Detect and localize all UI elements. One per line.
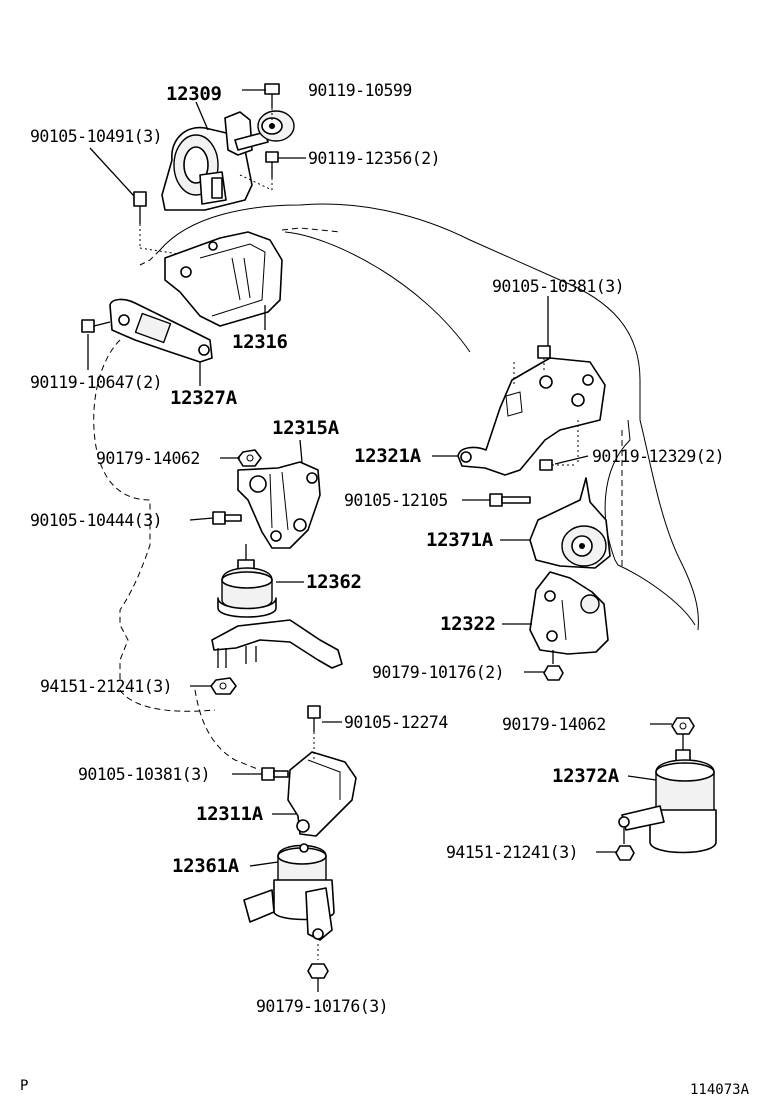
nut-90179-10176-2: [543, 650, 564, 681]
label-94151-21241-right: 94151-21241(3): [446, 843, 578, 862]
part-12322-bracket: [529, 571, 609, 655]
label-90119-12356: 90119-12356(2): [308, 149, 440, 168]
label-12322: 12322: [440, 613, 496, 635]
bolt-90119-10599: [264, 83, 280, 120]
label-90179-10176-3: 90179-10176(3): [256, 997, 388, 1016]
nut-90179-14062-right: [671, 717, 695, 735]
nut-90179-10176-3: [307, 944, 329, 992]
part-12311A-bracket: [287, 751, 357, 837]
label-94151-21241-left: 94151-21241(3): [40, 677, 172, 696]
part-12371A-mount: [529, 477, 611, 569]
bolt-90105-12105: [489, 493, 531, 507]
bolt-90105-10381-mid: [261, 767, 289, 781]
footer-page-mark: P: [20, 1078, 28, 1094]
label-12327A: 12327A: [170, 387, 238, 409]
nut-94151-21241-right: [615, 845, 635, 861]
label-90105-10444: 90105-10444(3): [30, 511, 162, 530]
label-12309: 12309: [166, 83, 222, 105]
label-90105-12105: 90105-12105: [344, 491, 448, 510]
part-12362-mount: [211, 544, 343, 669]
part-12327A-bracket: [109, 298, 213, 363]
bolt-90119-12329: [539, 420, 579, 471]
label-90119-12329: 90119-12329(2): [592, 447, 724, 466]
part-12361A-mount: [243, 843, 335, 941]
part-12372A-mount: [618, 732, 717, 854]
label-12311A: 12311A: [196, 803, 264, 825]
part-12316-bracket: [164, 231, 283, 327]
label-90119-10647: 90119-10647(2): [30, 373, 162, 392]
label-90179-14062-right: 90179-14062: [502, 715, 606, 734]
label-12316: 12316: [232, 331, 288, 353]
label-12362: 12362: [306, 571, 362, 593]
label-12371A: 12371A: [426, 529, 494, 551]
part-labels: 12309 90119-10599 90105-10491(3) 90119-1…: [30, 81, 725, 1016]
bolt-90105-12274: [307, 705, 321, 760]
bolt-90119-10647: [81, 319, 111, 333]
label-12321A: 12321A: [354, 445, 422, 467]
label-12315A: 12315A: [272, 417, 340, 439]
label-90179-14062-left: 90179-14062: [96, 449, 200, 468]
label-90105-10381-top: 90105-10381(3): [492, 277, 624, 296]
bolt-90105-10491: [133, 191, 186, 256]
footer-illustration-id: 114073A: [690, 1082, 750, 1098]
label-90105-12274: 90105-12274: [344, 713, 448, 732]
label-12361A: 12361A: [172, 855, 240, 877]
label-90119-10599: 90119-10599: [308, 81, 412, 100]
part-12315A-bracket: [237, 461, 321, 549]
label-12372A: 12372A: [552, 765, 620, 787]
bolt-90119-12356: [239, 151, 279, 191]
label-90105-10491: 90105-10491(3): [30, 127, 162, 146]
bolt-90105-10381-top: [513, 345, 551, 384]
bolt-90105-10444: [212, 511, 242, 525]
nut-90179-14062-left: [237, 449, 262, 467]
part-12309-mount: [161, 110, 295, 211]
nut-94151-21241-left: [210, 677, 237, 695]
leader-lines: [87, 89, 672, 867]
part-12321A-bracket: [457, 357, 606, 476]
engine-outline: [93, 203, 699, 771]
label-90105-10381-mid: 90105-10381(3): [78, 765, 210, 784]
label-90179-10176-2: 90179-10176(2): [372, 663, 504, 682]
